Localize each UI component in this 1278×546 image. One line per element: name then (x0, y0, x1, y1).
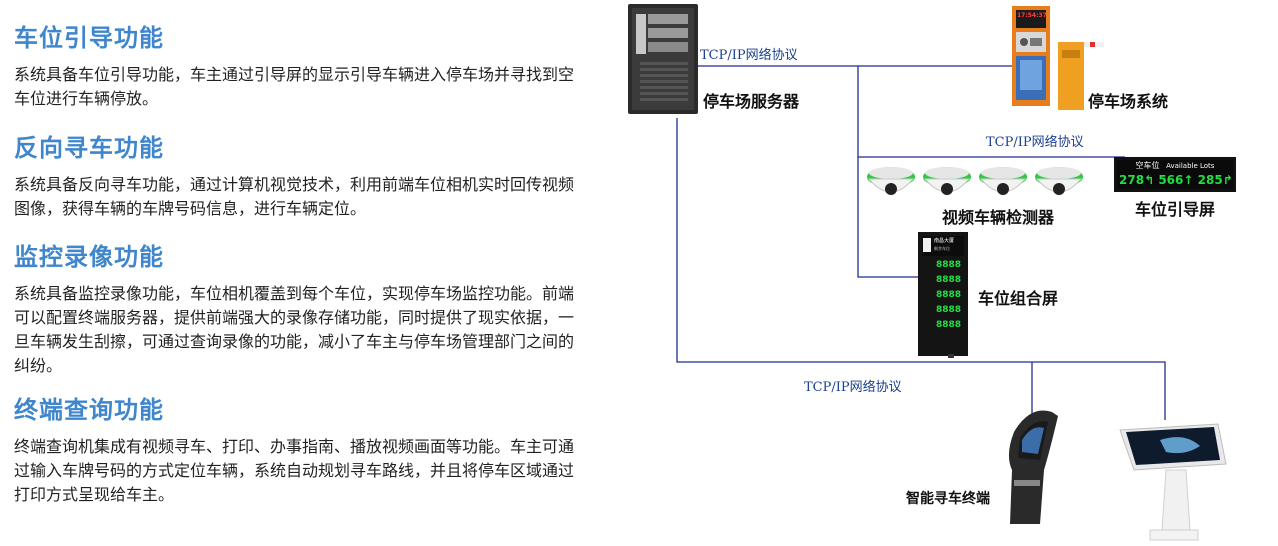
guide-screen-subtitle: Available Lots (1166, 162, 1215, 170)
guide-screen-content: 空车位 Available Lots 278↰ 566↑ 285↱ (1117, 160, 1233, 189)
protocol-label-top: TCP/IP网络协议 (700, 48, 798, 63)
feature-section-monitoring: 监控录像功能 系统具备监控录像功能，车位相机覆盖到每个车位，实现停车场监控功能。… (14, 237, 589, 378)
section-title: 反向寻车功能 (14, 134, 164, 162)
feature-list: 车位引导功能 系统具备车位引导功能，车主通过引导屏的显示引导车辆进入停车场并寻找… (0, 0, 600, 546)
detector-camera-icon (867, 167, 915, 195)
combo-screen-subheader: 剩余车位 (934, 246, 950, 251)
smart-search-terminal-icon (1008, 410, 1058, 524)
detector-camera-icon (1035, 167, 1083, 195)
feature-section-terminal-query: 终端查询功能 终端查询机集成有视频寻车、打印、办事指南、播放视频画面等功能。车主… (14, 390, 589, 507)
detector-camera-icon (923, 167, 971, 195)
guide-screen-label: 车位引导屏 (1135, 200, 1216, 219)
section-body: 终端查询机集成有视频寻车、打印、办事指南、播放视频画面等功能。车主可通过输入车牌… (14, 437, 575, 504)
parking-system-icon (1012, 6, 1104, 110)
touch-query-kiosk-icon (1119, 423, 1227, 541)
detector-label: 视频车辆检测器 (942, 208, 1055, 227)
section-title: 车位引导功能 (14, 24, 164, 52)
detector-cameras (867, 167, 1083, 195)
combo-row: 8888 (936, 305, 962, 315)
network-lines (663, 65, 1166, 420)
server-label: 停车场服务器 (703, 92, 800, 111)
section-title: 监控录像功能 (14, 243, 164, 271)
system-diagram: 17:54:37 空车位 Available Lots 278↰ 566↑ 28… (600, 0, 1278, 546)
server-icon (628, 4, 698, 114)
feature-section-reverse-search: 反向寻车功能 系统具备反向寻车功能，通过计算机视觉技术，利用前端车位相机实时回传… (14, 128, 589, 221)
combo-row: 8888 (936, 275, 962, 285)
line-to-terminals (676, 118, 1166, 420)
turn-left-arrow-icon: ↰ (1144, 173, 1155, 187)
barrier-clock: 17:54:37 (1017, 12, 1047, 19)
combo-row: 8888 (936, 290, 962, 300)
combo-screen-content: 南昌大厦 剩余车位 8888 8888 8888 8888 8888 (922, 236, 964, 352)
guide-mid-value: 566 (1158, 173, 1184, 187)
protocol-label-bottom: TCP/IP网络协议 (804, 380, 902, 395)
section-body: 系统具备反向寻车功能，通过计算机视觉技术，利用前端车位相机实时回传视频图像，获得… (14, 175, 575, 218)
section-title: 终端查询功能 (14, 396, 164, 424)
feature-section-guidance: 车位引导功能 系统具备车位引导功能，车主通过引导屏的显示引导车辆进入停车场并寻找… (14, 18, 589, 111)
guide-right-value: 285 (1197, 173, 1223, 187)
turn-right-arrow-icon: ↱ (1222, 173, 1233, 187)
combo-screen-header: 南昌大厦 (934, 238, 955, 244)
line-to-combo-screen (857, 157, 918, 278)
diagram-graphics (628, 4, 1236, 541)
guide-left-value: 278 (1119, 173, 1145, 187)
detector-camera-icon (979, 167, 1027, 195)
parking-system-label: 停车场系统 (1088, 92, 1169, 111)
guide-screen-title: 空车位 (1135, 161, 1160, 170)
guide-screen-icon (1114, 157, 1236, 192)
terminal-label: 智能寻车终端 (906, 491, 990, 507)
combo-screen-icon (918, 232, 968, 358)
combo-row: 8888 (936, 320, 962, 330)
section-body: 系统具备监控录像功能，车位相机覆盖到每个车位，实现停车场监控功能。前端可以配置终… (14, 284, 575, 375)
combo-screen-label: 车位组合屏 (978, 289, 1059, 308)
section-body: 系统具备车位引导功能，车主通过引导屏的显示引导车辆进入停车场并寻找到空车位进行车… (14, 65, 575, 108)
combo-row: 8888 (936, 260, 962, 270)
straight-arrow-icon: ↑ (1183, 173, 1194, 187)
protocol-label-mid: TCP/IP网络协议 (986, 135, 1084, 150)
